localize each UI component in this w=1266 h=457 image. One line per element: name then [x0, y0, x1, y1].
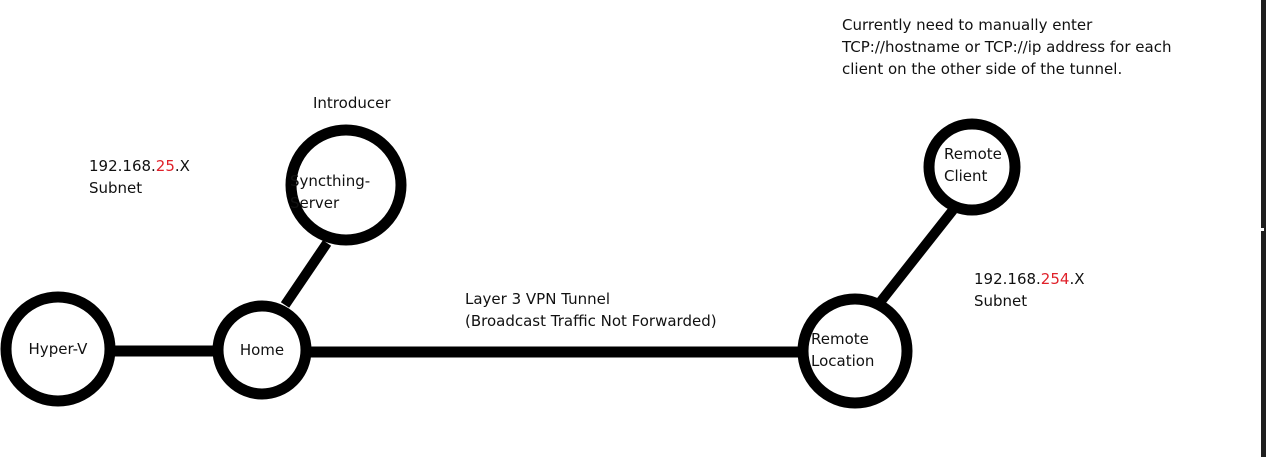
- node-hyper-v-circle: [0, 291, 116, 407]
- subnet-home-caption: Subnet: [89, 179, 143, 197]
- canvas-border-notch: [1260, 228, 1264, 231]
- node-remote-location-circle: [797, 293, 913, 409]
- tunnel-label: Layer 3 VPN Tunnel (Broadcast Traffic No…: [465, 288, 717, 332]
- node-label-line: Remote: [944, 145, 1002, 163]
- tunnel-line: Layer 3 VPN Tunnel: [465, 290, 610, 308]
- subnet-octet-highlight: 254: [1040, 270, 1070, 288]
- subnet-home-label: 192.168.25.X Subnet: [89, 155, 190, 199]
- subnet-prefix: 192.168.: [974, 270, 1041, 288]
- node-syncthing-label: Syncthing- Server: [288, 170, 410, 214]
- note-line: TCP://hostname or TCP://ip address for e…: [842, 38, 1172, 56]
- subnet-remote-address: 192.168.254.X: [974, 268, 1084, 290]
- subnet-octet-highlight: 25: [155, 157, 175, 175]
- node-label-line: Home: [239, 341, 285, 359]
- tunnel-line: (Broadcast Traffic Not Forwarded): [465, 312, 717, 330]
- note-line: Currently need to manually enter: [842, 16, 1093, 34]
- node-home-label: Home: [218, 339, 306, 361]
- subnet-home-address: 192.168.25.X: [89, 155, 190, 177]
- edge-remote-location-client: [874, 206, 957, 309]
- note-text: Currently need to manually enter TCP://h…: [842, 14, 1171, 80]
- subnet-suffix: .X: [174, 157, 190, 175]
- subnet-suffix: .X: [1069, 270, 1085, 288]
- node-label-line: Syncthing-: [290, 172, 371, 190]
- node-home-circle: [212, 300, 312, 400]
- node-remote-client-label: Remote Client: [944, 143, 1034, 187]
- subnet-remote-caption: Subnet: [974, 292, 1028, 310]
- node-label-line: Server: [290, 194, 340, 212]
- node-remote-location-label: Remote Location: [805, 328, 921, 372]
- subnet-remote-label: 192.168.254.X Subnet: [974, 268, 1084, 312]
- node-label-line: Location: [811, 352, 875, 370]
- subnet-prefix: 192.168.: [89, 157, 156, 175]
- edge-home-syncthing: [280, 240, 332, 308]
- node-label-line: Client: [944, 167, 988, 185]
- node-label-line: Remote: [811, 330, 869, 348]
- node-label-line: Hyper-V: [28, 340, 88, 358]
- node-remote-client-circle: [923, 118, 1021, 216]
- node-hyper-v-label: Hyper-V: [8, 338, 108, 360]
- note-line: client on the other side of the tunnel.: [842, 60, 1123, 78]
- introducer-label: Introducer: [313, 94, 391, 112]
- node-syncthing-circle: [285, 124, 407, 246]
